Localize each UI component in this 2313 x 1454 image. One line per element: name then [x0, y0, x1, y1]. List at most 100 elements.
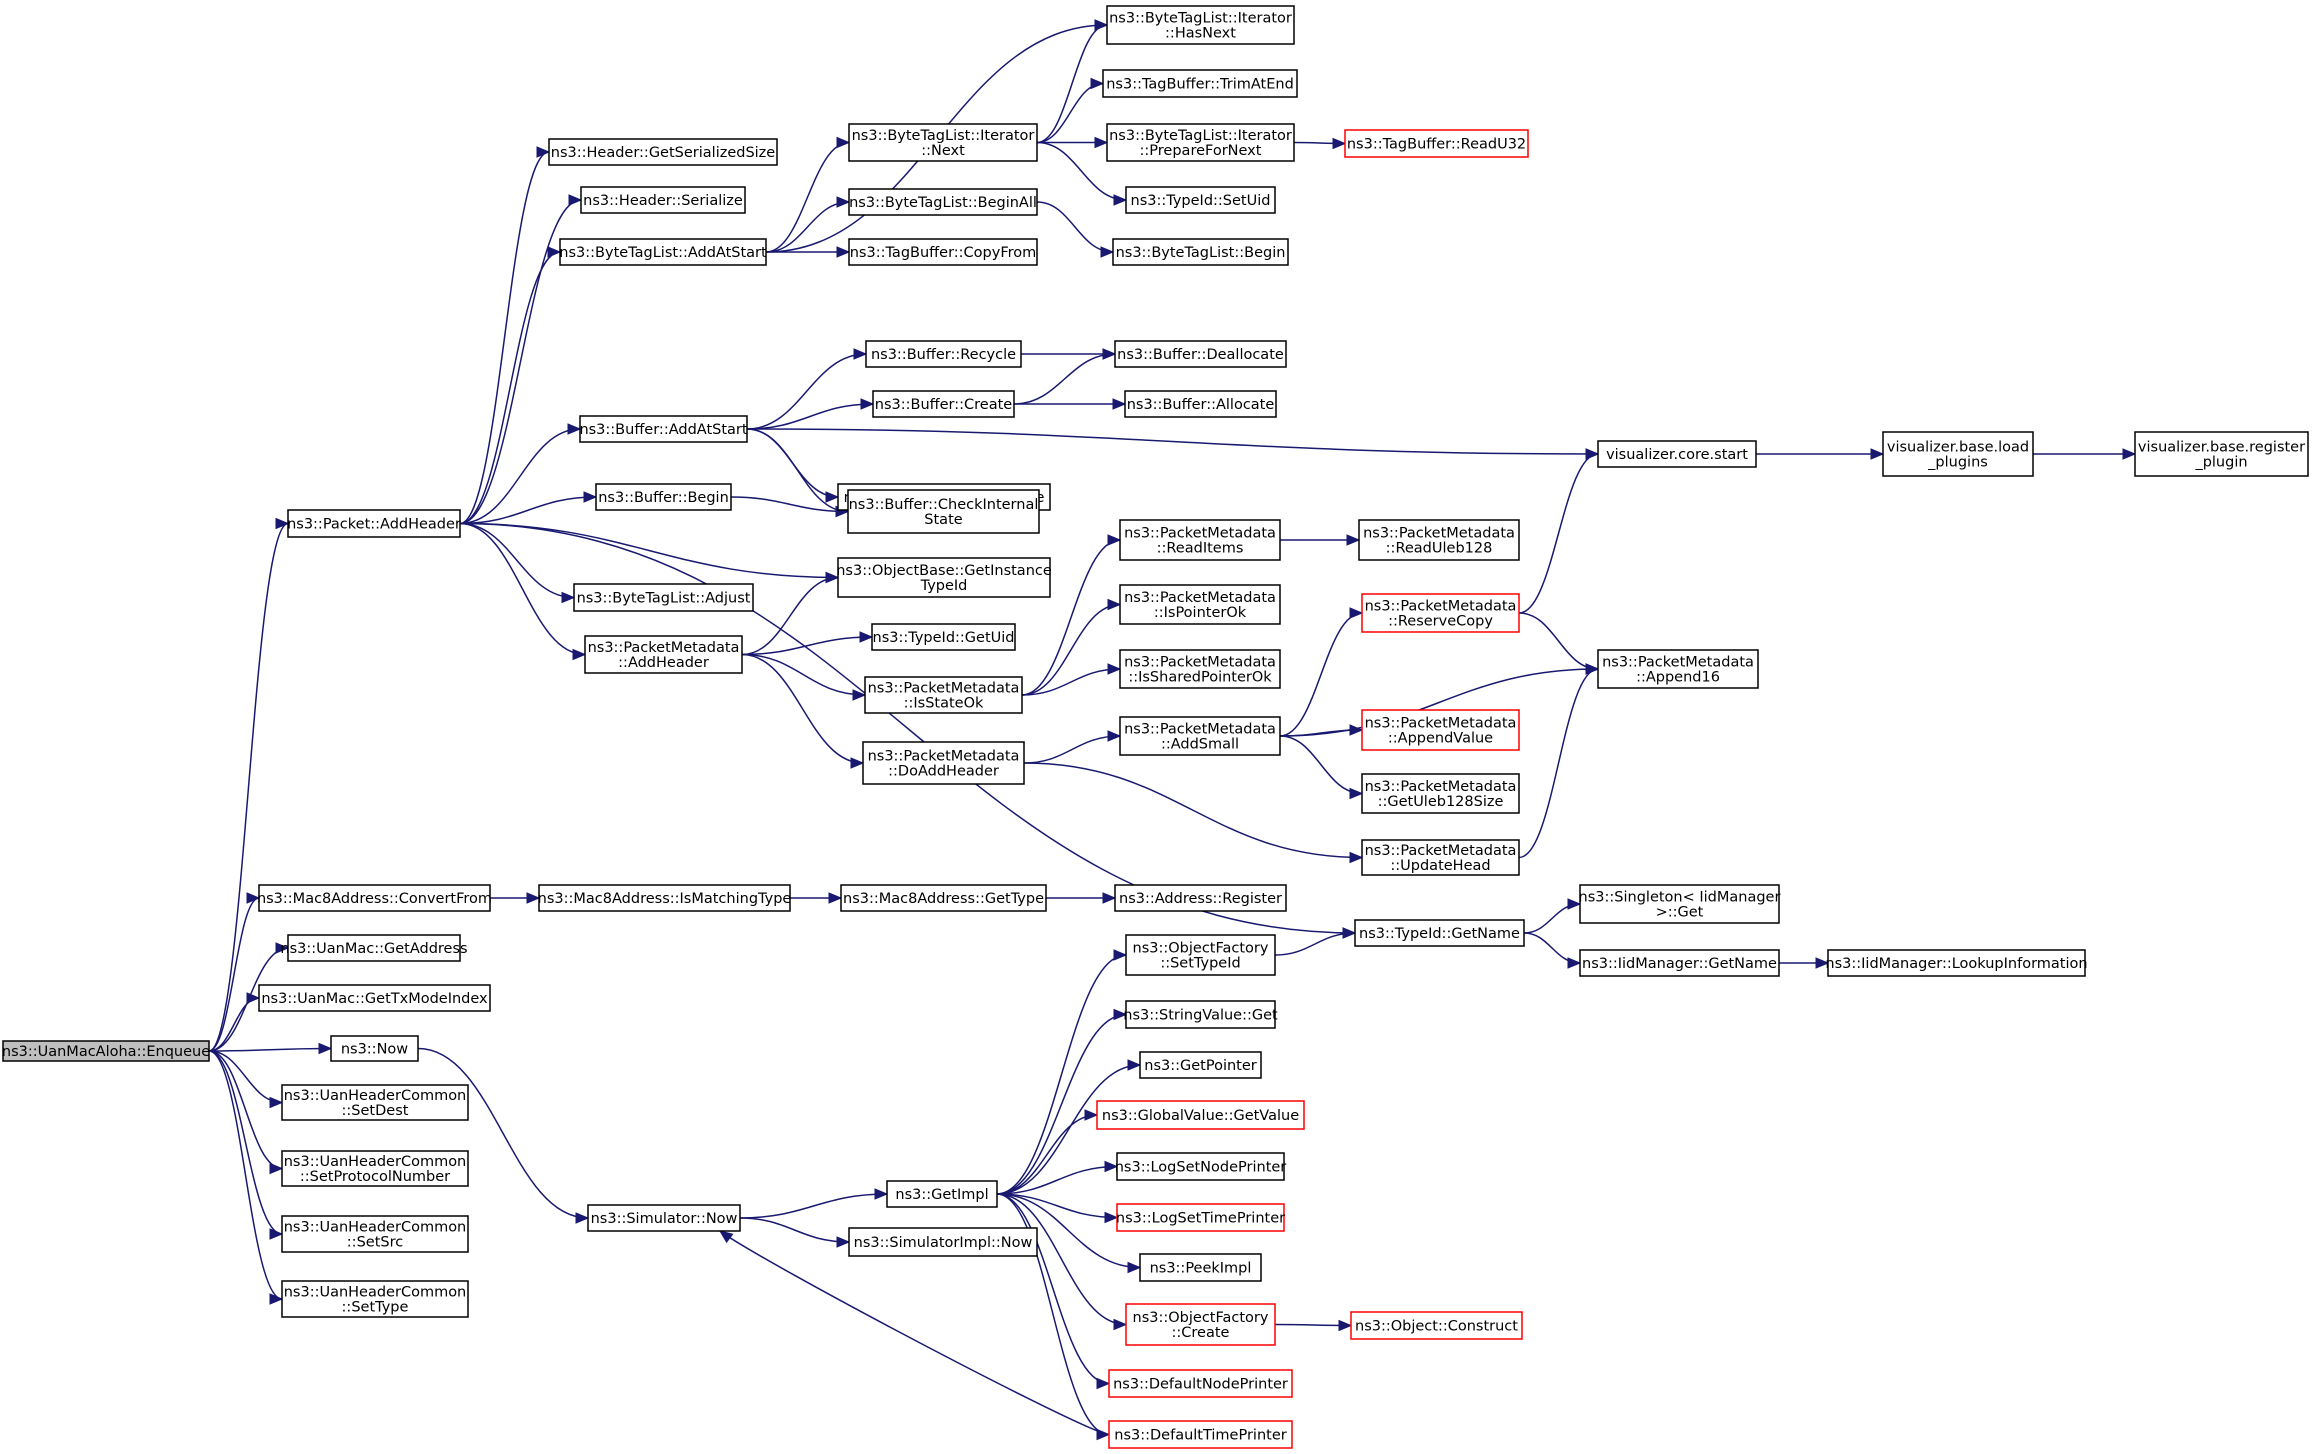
- call-edge-n1-n16: [459, 522, 587, 661]
- function-node-n46[interactable]: ns3::PacketMetadata::ReserveCopy: [1361, 593, 1520, 633]
- function-node-n56[interactable]: ns3::Simulator::Now: [587, 1204, 741, 1232]
- function-node-n25[interactable]: ns3::TypeId::SetUid: [1125, 186, 1276, 214]
- function-node-n69[interactable]: ns3::Object::Construct: [1350, 1311, 1523, 1340]
- function-node-n66[interactable]: ns3::ObjectFactory::Create: [1125, 1303, 1276, 1346]
- function-node-n6[interactable]: ns3::UanHeaderCommon::SetDest: [281, 1084, 469, 1121]
- function-node-n26[interactable]: ns3::TagBuffer::ReadU32: [1344, 129, 1529, 158]
- function-node-n19[interactable]: ns3::ByteTagList::Iterator::Next: [848, 123, 1038, 162]
- function-node-n5[interactable]: ns3::Now: [330, 1035, 419, 1062]
- node-label: ns3::Simulator::Now: [591, 1211, 738, 1227]
- function-node-n14[interactable]: ns3::Buffer::Begin: [595, 483, 732, 511]
- node-label: visualizer.base.load: [1887, 440, 2029, 456]
- function-node-n27[interactable]: ns3::ByteTagList::Begin: [1112, 238, 1289, 266]
- function-node-n11[interactable]: ns3::Header::Serialize: [580, 186, 746, 214]
- function-node-n58[interactable]: ns3::SimulatorImpl::Now: [848, 1227, 1038, 1257]
- call-edge-n1-n10: [459, 146, 551, 525]
- edge-line: [417, 1047, 589, 1219]
- function-node-n50[interactable]: ns3::Singleton< IidManager>::Get: [1579, 884, 1781, 924]
- function-node-n41[interactable]: ns3::PacketMetadata::IsPointerOk: [1119, 584, 1281, 625]
- node-label: ::UpdateHead: [1390, 858, 1490, 874]
- edge-line: [1279, 612, 1363, 737]
- function-node-n23[interactable]: ns3::TagBuffer::TrimAtEnd: [1102, 69, 1298, 98]
- function-node-n18[interactable]: ns3::TypeId::GetName: [1354, 919, 1525, 947]
- function-node-n2[interactable]: ns3::Mac8Address::ConvertFrom: [257, 884, 492, 912]
- node-box: [848, 188, 1038, 216]
- function-node-n61[interactable]: ns3::GetPointer: [1139, 1051, 1262, 1079]
- node-label: ::ReadItems: [1157, 541, 1244, 557]
- function-node-n32[interactable]: visualizer.core.start: [1597, 440, 1757, 468]
- node-label: ns3::ByteTagList::BeginAll: [849, 195, 1037, 211]
- call-edge-n0-n8: [208, 1050, 284, 1240]
- edge-arrowhead: [853, 348, 868, 360]
- function-node-n9[interactable]: ns3::UanHeaderCommon::SetType: [281, 1280, 469, 1318]
- function-node-n36[interactable]: visualizer.base.register_plugin: [2134, 431, 2309, 477]
- function-node-n54[interactable]: ns3::Mac8Address::GetType: [840, 884, 1047, 912]
- function-node-n4[interactable]: ns3::UanMac::GetTxModeIndex: [258, 984, 491, 1012]
- node-box: [1597, 440, 1757, 468]
- function-node-n3[interactable]: ns3::UanMac::GetAddress: [280, 934, 468, 962]
- function-node-n52[interactable]: ns3::IidManager::LookupInformation: [1825, 949, 2088, 977]
- function-node-n34[interactable]: ns3::Buffer::Allocate: [1124, 390, 1277, 418]
- function-node-n63[interactable]: ns3::LogSetNodePrinter: [1115, 1152, 1287, 1181]
- function-node-n42[interactable]: ns3::PacketMetadata::IsSharedPointerOk: [1119, 649, 1281, 689]
- function-node-n7[interactable]: ns3::UanHeaderCommon::SetProtocolNumber: [281, 1150, 469, 1187]
- function-node-n57[interactable]: ns3::GetImpl: [886, 1180, 998, 1208]
- function-node-n68[interactable]: ns3::DefaultTimePrinter: [1108, 1420, 1293, 1449]
- function-node-n33[interactable]: ns3::Buffer::Deallocate: [1114, 340, 1287, 368]
- function-node-n16[interactable]: ns3::PacketMetadata::AddHeader: [584, 635, 743, 674]
- function-node-n44[interactable]: ns3::PacketMetadata::AddSmall: [1119, 716, 1281, 756]
- node-box: [1108, 1369, 1293, 1398]
- function-node-n10[interactable]: ns3::Header::GetSerializedSize: [548, 138, 778, 166]
- function-node-n47[interactable]: ns3::PacketMetadata::Append16: [1597, 649, 1759, 689]
- function-node-n48[interactable]: ns3::PacketMetadata::AppendValue: [1361, 709, 1520, 751]
- function-node-n53[interactable]: ns3::Mac8Address::IsMatchingType: [538, 884, 792, 912]
- node-label: ::SetType: [342, 1300, 409, 1316]
- function-node-n35[interactable]: visualizer.base.load_plugins: [1882, 431, 2034, 477]
- edge-line: [1036, 201, 1114, 253]
- node-box: [538, 884, 791, 912]
- node-box: [258, 984, 491, 1012]
- function-node-n20[interactable]: ns3::ByteTagList::BeginAll: [848, 188, 1038, 216]
- edge-arrowhead: [1104, 1211, 1119, 1224]
- node-label: ns3::ObjectFactory: [1133, 1310, 1269, 1326]
- node-box: [848, 123, 1038, 162]
- function-node-n13[interactable]: ns3::Buffer::AddAtStart: [579, 415, 748, 443]
- function-node-n15[interactable]: ns3::ByteTagList::Adjust: [573, 583, 754, 612]
- function-node-n60[interactable]: ns3::StringValue::Get: [1123, 1000, 1278, 1029]
- node-label: ns3::ByteTagList::Adjust: [577, 591, 751, 607]
- function-node-n28[interactable]: ns3::Buffer::Recycle: [865, 340, 1022, 368]
- function-node-n22[interactable]: ns3::ByteTagList::Iterator::HasNext: [1106, 5, 1295, 45]
- function-node-n29[interactable]: ns3::Buffer::Create: [872, 390, 1015, 418]
- function-node-n64[interactable]: ns3::LogSetTimePrinter: [1116, 1203, 1285, 1232]
- call-edge-n16-n37: [741, 631, 874, 656]
- function-node-n24[interactable]: ns3::ByteTagList::Iterator::PrepareForNe…: [1106, 123, 1295, 162]
- function-node-n51[interactable]: ns3::IidManager::GetName: [1579, 949, 1780, 977]
- function-node-n21[interactable]: ns3::TagBuffer::CopyFrom: [848, 238, 1038, 266]
- function-node-n67[interactable]: ns3::DefaultNodePrinter: [1108, 1369, 1293, 1398]
- function-node-n49[interactable]: ns3::PacketMetadata::GetUleb128Size: [1361, 773, 1520, 814]
- function-node-n59[interactable]: ns3::ObjectFactory::SetTypeId: [1125, 934, 1276, 976]
- call-edge-n29-n34: [1013, 398, 1127, 410]
- edge-arrowhead: [850, 757, 865, 769]
- function-node-n62[interactable]: ns3::GlobalValue::GetValue: [1096, 1100, 1305, 1130]
- function-node-n39[interactable]: ns3::PacketMetadata::DoAddHeader: [862, 741, 1025, 785]
- function-node-n12[interactable]: ns3::ByteTagList::AddAtStart: [559, 238, 767, 266]
- function-node-n0[interactable]: ns3::UanMacAloha::Enqueue: [2, 1040, 210, 1062]
- edge-line: [996, 1193, 1110, 1385]
- node-label: ns3::Header::Serialize: [583, 193, 743, 209]
- function-node-n55[interactable]: ns3::Address::Register: [1114, 884, 1287, 912]
- function-node-n45[interactable]: ns3::PacketMetadata::UpdateHead: [1361, 839, 1520, 876]
- call-nodes: ns3::UanMacAloha::Enqueue ns3::Packet::Ad…: [2, 5, 2309, 1449]
- node-box: [1119, 716, 1281, 756]
- function-node-n65[interactable]: ns3::PeekImpl: [1139, 1253, 1262, 1282]
- function-node-n37[interactable]: ns3::TypeId::GetUid: [871, 623, 1016, 651]
- function-node-n40[interactable]: ns3::PacketMetadata::ReadItems: [1119, 519, 1281, 561]
- function-node-n8[interactable]: ns3::UanHeaderCommon::SetSrc: [281, 1215, 469, 1253]
- node-label: ::SetProtocolNumber: [300, 1169, 450, 1185]
- function-node-n38[interactable]: ns3::PacketMetadata::IsStateOk: [864, 676, 1023, 714]
- call-edge-n13-n28: [746, 348, 868, 430]
- function-node-n43[interactable]: ns3::PacketMetadata::ReadUleb128: [1358, 519, 1520, 561]
- function-node-n1[interactable]: ns3::Packet::AddHeader: [287, 509, 461, 538]
